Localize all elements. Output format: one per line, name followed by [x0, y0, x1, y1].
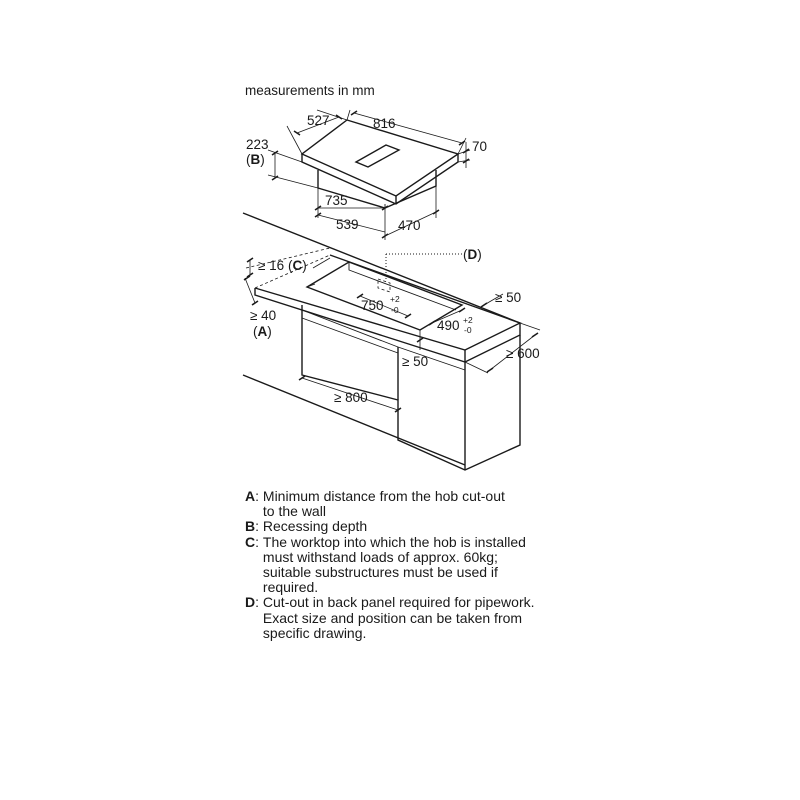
wall-distance-key: A [258, 324, 268, 339]
back-cutout-key-label: (D) [463, 247, 482, 262]
cutout-depth-label: 490 [437, 318, 460, 333]
worktop-top [254, 254, 522, 351]
worktop-thickness-value: ≥ 16 [258, 258, 284, 273]
legend-key: B [245, 518, 256, 535]
recess-depth-label: 223 [246, 137, 269, 152]
cutout-width-tol-upper: +2 [390, 294, 400, 304]
recess-key-label: (B) [246, 152, 265, 167]
hob-top-surface [300, 119, 460, 197]
back-cutout-key: D [468, 247, 478, 262]
legend-key: A [245, 488, 256, 504]
legend-item-c: C: The worktop into which the hob is ins… [245, 533, 526, 596]
recess-key: B [251, 152, 261, 167]
diagram-title: measurements in mm [245, 83, 375, 98]
worktop-depth-label: ≥ 600 [506, 346, 540, 361]
cutout-width-tol-lower: -0 [391, 305, 399, 315]
hob-depth-label: 527 [307, 113, 330, 128]
legend-text: The worktop into which the hob is instal… [262, 533, 526, 596]
worktop-drawing [242, 212, 541, 471]
legend-item-a: A: Minimum distance from the hob cut-out… [245, 488, 505, 520]
legend-key: C [245, 533, 256, 550]
body-width-label: 735 [325, 193, 348, 208]
legend-item-b: B: Recessing depth [245, 518, 368, 535]
front-distance-label: ≥ 50 [402, 354, 428, 369]
body-width-lower-label: 539 [336, 217, 359, 232]
side-distance-label: ≥ 50 [495, 290, 521, 305]
worktop-thickness-label: ≥ 16 (C) [258, 258, 307, 273]
worktop-key: C [292, 258, 302, 273]
legend-text: Minimum distance from the hob cut-out to… [262, 488, 505, 520]
cutout-width-label: 750 [361, 298, 384, 313]
legend-item-d: D: Cut-out in back panel required for pi… [245, 594, 535, 641]
cutout-depth-tol-lower: -0 [464, 325, 472, 335]
hob-height-label: 70 [472, 139, 487, 154]
legend-text: Recessing depth [262, 518, 368, 535]
legend-key: D [245, 594, 256, 611]
cabinet-width-label: ≥ 800 [334, 390, 368, 405]
cabinet [301, 305, 521, 471]
hob-width-label: 816 [373, 116, 396, 131]
cutout-depth-tol-upper: +2 [463, 315, 473, 325]
wall-distance-label: ≥ 40 [250, 308, 276, 323]
hob-drawing [267, 109, 471, 240]
legend-text: Cut-out in back panel required for pipew… [262, 594, 535, 641]
body-depth-label: 470 [398, 218, 421, 233]
back-panel-cutout [377, 278, 391, 293]
wall-distance-key-label: (A) [253, 324, 272, 339]
legend: A: Minimum distance from the hob cut-out… [245, 488, 575, 641]
extractor-slot [354, 144, 401, 168]
